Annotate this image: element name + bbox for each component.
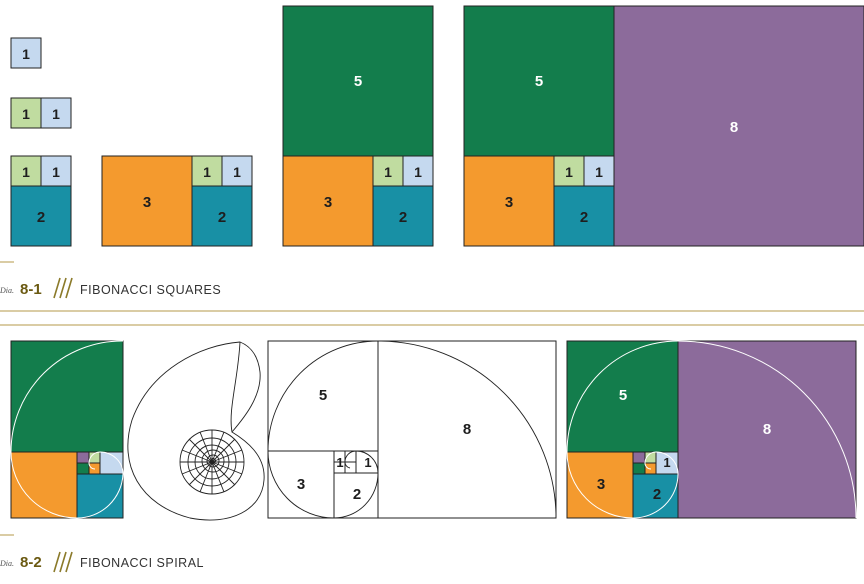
caption-prefix: Dia. bbox=[0, 559, 14, 568]
square-8 bbox=[613, 5, 864, 247]
stage-1: 1 bbox=[10, 37, 42, 69]
square-1-label: 1 bbox=[364, 455, 371, 470]
nautilus-shell-icon bbox=[127, 341, 265, 521]
caption-prefix: Dia. bbox=[0, 286, 14, 295]
square-small-purple bbox=[76, 451, 90, 464]
square-1-blue-label: 1 bbox=[233, 164, 241, 180]
stage-3: 1 1 2 bbox=[10, 155, 72, 247]
square-3-label: 3 bbox=[505, 194, 513, 211]
square-5 bbox=[282, 5, 434, 157]
square-1-label: 1 bbox=[22, 46, 30, 62]
square-2 bbox=[191, 185, 253, 247]
square-2-label: 2 bbox=[580, 209, 588, 226]
square-1-label: 1 bbox=[336, 455, 343, 470]
square-5-label: 5 bbox=[535, 73, 543, 90]
outline-frame bbox=[267, 340, 557, 519]
square-1-green-label: 1 bbox=[203, 164, 211, 180]
square-1-green-label: 1 bbox=[22, 106, 30, 122]
square-8-label: 8 bbox=[463, 421, 471, 438]
caption-dia-8-1: Dia. 8-1 FIBONACCI SQUARES bbox=[0, 261, 221, 299]
square-3-label: 3 bbox=[324, 194, 332, 211]
square-1-blue bbox=[40, 97, 72, 129]
square-1-label: 1 bbox=[663, 455, 670, 470]
square-8 bbox=[677, 340, 857, 519]
square-1-green-label: 1 bbox=[22, 164, 30, 180]
square-2-label: 2 bbox=[353, 486, 361, 503]
spiral-outline-panel: 8 5 3 2 1 1 bbox=[267, 340, 557, 519]
square-5 bbox=[463, 5, 615, 157]
stage-2: 1 1 bbox=[10, 97, 72, 129]
caption-title: FIBONACCI SPIRAL bbox=[80, 556, 204, 570]
caption-number: 8-2 bbox=[20, 554, 42, 571]
stage-6: 5 3 1 1 2 8 bbox=[463, 5, 864, 247]
fibonacci-spiral-figure: 8 5 3 2 1 1 8 5 3 2 1 bbox=[10, 340, 857, 521]
square-2 bbox=[372, 185, 434, 247]
square-5-label: 5 bbox=[354, 73, 362, 90]
spiral-curve bbox=[10, 340, 124, 519]
square-8-label: 8 bbox=[730, 119, 738, 136]
square-1-blue bbox=[583, 155, 615, 187]
square-1-green-label: 1 bbox=[565, 164, 573, 180]
square-3 bbox=[282, 155, 374, 247]
spiral-colored-panel bbox=[10, 340, 124, 519]
square-5-label: 5 bbox=[619, 387, 627, 404]
spiral-curve bbox=[566, 340, 857, 519]
square-5-label: 5 bbox=[319, 387, 327, 404]
square-3-label: 3 bbox=[297, 476, 305, 493]
fibonacci-squares-figure: 1 1 1 1 1 2 3 1 1 2 bbox=[10, 5, 864, 247]
square-2-label: 2 bbox=[399, 209, 407, 226]
square-3-label: 3 bbox=[597, 476, 605, 493]
square-1 bbox=[10, 37, 42, 69]
spiral-curve bbox=[267, 340, 557, 519]
square-5 bbox=[10, 340, 124, 453]
square-1-blue-label: 1 bbox=[52, 106, 60, 122]
square-small-green bbox=[632, 462, 646, 475]
caption-number: 8-1 bbox=[20, 281, 42, 298]
square-1-green bbox=[10, 97, 42, 129]
square-1-blue-label: 1 bbox=[52, 164, 60, 180]
square-3 bbox=[463, 155, 555, 247]
caption-dia-8-2: Dia. 8-2 FIBONACCI SPIRAL bbox=[0, 534, 204, 573]
square-2 bbox=[632, 473, 679, 519]
stage-5: 5 3 1 1 2 bbox=[282, 5, 434, 247]
square-2 bbox=[10, 185, 72, 247]
square-3-label: 3 bbox=[143, 194, 151, 211]
stage-4: 3 1 1 2 bbox=[101, 155, 253, 247]
spiral-colored-full-panel: 8 5 3 2 1 bbox=[566, 340, 857, 519]
square-5 bbox=[566, 340, 679, 453]
caption-title: FIBONACCI SQUARES bbox=[80, 283, 221, 297]
square-2-label: 2 bbox=[37, 209, 45, 226]
square-small-purple bbox=[632, 451, 646, 464]
square-1-blue-label: 1 bbox=[414, 164, 422, 180]
square-small-green bbox=[76, 462, 90, 475]
square-2-label: 2 bbox=[653, 486, 661, 503]
square-3 bbox=[10, 451, 78, 519]
square-3 bbox=[101, 155, 193, 247]
square-2-label: 2 bbox=[218, 209, 226, 226]
square-8-label: 8 bbox=[763, 421, 771, 438]
square-2 bbox=[553, 185, 615, 247]
square-1-green-label: 1 bbox=[384, 164, 392, 180]
square-1-blue bbox=[402, 155, 434, 187]
slash-divider-icon bbox=[53, 277, 73, 299]
slash-divider-icon bbox=[53, 551, 73, 573]
square-1-green bbox=[191, 155, 223, 187]
square-1-blue-label: 1 bbox=[595, 164, 603, 180]
